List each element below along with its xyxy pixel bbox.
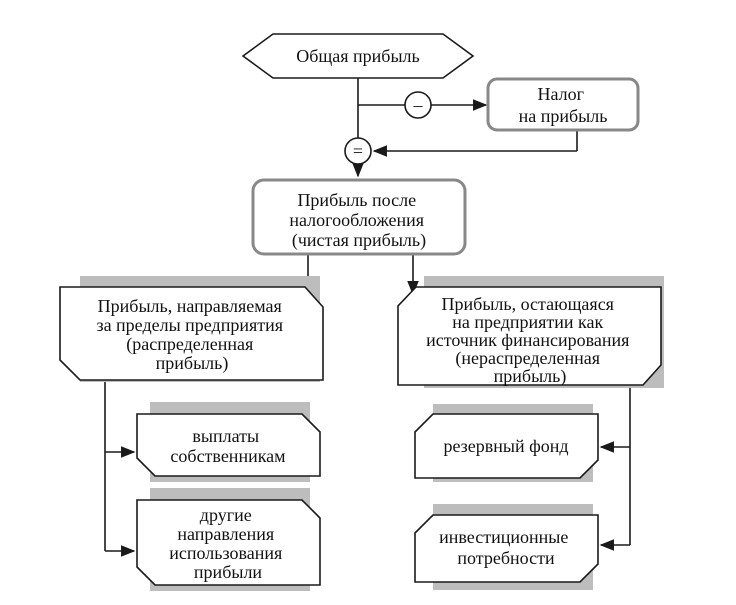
node-distributed-profit: Прибыль, направляемая за пределы предпри… xyxy=(59,276,324,382)
equals-operator: = xyxy=(344,137,372,165)
node-reserve-fund: резервный фонд xyxy=(414,404,599,482)
node-retained-text: Прибыль, остающаяся на предприятии как и… xyxy=(426,294,634,387)
equals-symbol: = xyxy=(353,141,363,161)
node-distributed-text: Прибыль, направляемая за пределы предпри… xyxy=(96,296,287,374)
node-net-profit: Прибыль после налогообложения (чистая пр… xyxy=(251,178,467,256)
minus-operator: – xyxy=(404,91,432,119)
node-net-profit-text: Прибыль после налогообложения (чистая пр… xyxy=(289,190,428,251)
node-owner-payments: выплаты собственникам xyxy=(136,402,321,482)
node-other-uses-text: другие направления использования прибыли xyxy=(169,505,287,582)
node-other-uses: другие направления использования прибыли xyxy=(136,488,321,591)
minus-symbol: – xyxy=(413,95,424,115)
node-retained-profit: Прибыль, остающаяся на предприятии как и… xyxy=(397,276,664,388)
node-total-profit: Общая прибыль xyxy=(241,33,475,79)
node-tax: Налог на прибыль xyxy=(486,77,640,132)
node-owner-payments-text: выплаты собственникам xyxy=(170,426,285,466)
node-tax-text: Налог на прибыль xyxy=(519,84,608,126)
connectors xyxy=(104,78,631,557)
node-total-profit-text: Общая прибыль xyxy=(296,46,420,66)
node-investment-needs-text: инвестиционные потребности xyxy=(439,527,573,568)
node-investment-needs: инвестиционные потребности xyxy=(414,504,599,590)
node-reserve-fund-text: резервный фонд xyxy=(443,436,568,456)
